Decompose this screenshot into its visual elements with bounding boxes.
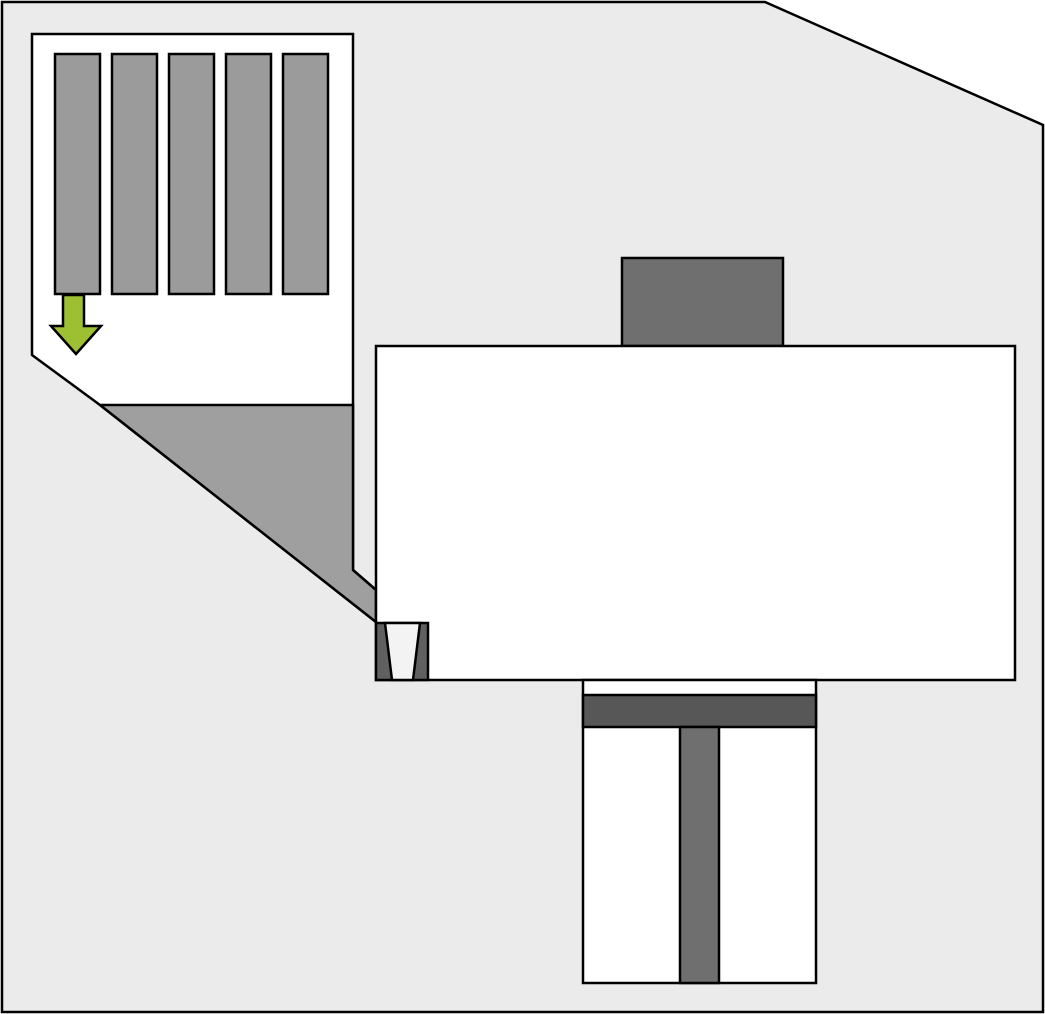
slot-4 <box>224 52 273 296</box>
slot-1 <box>53 52 102 296</box>
top-block <box>620 256 785 348</box>
chute <box>96 403 378 625</box>
slot-5 <box>281 52 330 296</box>
slot-group <box>53 52 330 296</box>
center-shaft <box>678 725 721 985</box>
funnel-insert <box>383 621 422 682</box>
slot-2 <box>110 52 159 296</box>
down-arrow-icon <box>48 293 104 356</box>
main-unit <box>374 344 1017 682</box>
slot-3 <box>167 52 216 296</box>
lower-bar <box>581 693 818 729</box>
